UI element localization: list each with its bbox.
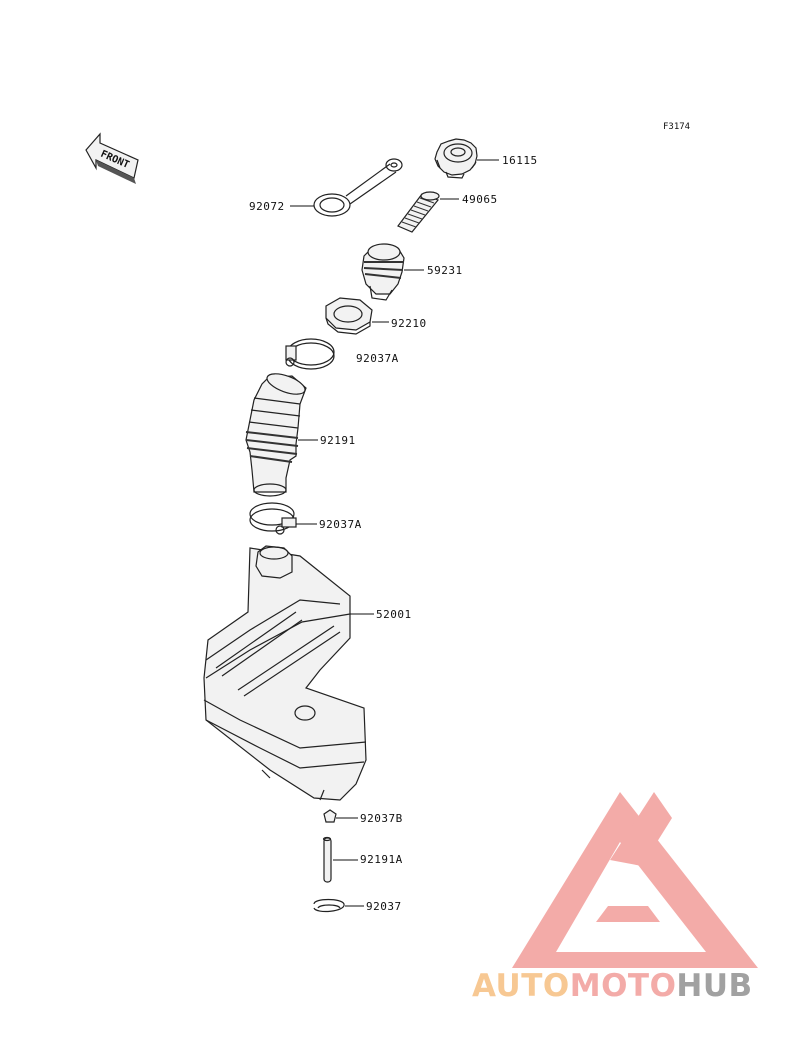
- part-label-16115: 16115: [502, 154, 538, 167]
- part-label-92210: 92210: [391, 317, 427, 330]
- tank-drawing: [203, 545, 367, 801]
- part-label-52001: 52001: [376, 608, 412, 621]
- lower-hose-clamp-drawing: [249, 502, 297, 535]
- figure-code: F3174: [663, 122, 690, 132]
- part-label-59231: 59231: [427, 264, 463, 277]
- logo-triangle-icon: [512, 792, 758, 968]
- logo-text-hub: HUB: [676, 968, 752, 1004]
- part-label-92037: 92037: [366, 900, 402, 913]
- clip-drawing: [313, 898, 345, 913]
- upper-hose-clamp-drawing: [285, 338, 335, 370]
- filler-hose-drawing: [245, 373, 307, 497]
- part-label-49065: 49065: [462, 193, 498, 206]
- automotohub-logo: AUTOMOTOHUB: [472, 792, 758, 1004]
- small-clamp-drawing: [323, 809, 337, 823]
- part-label-92191a: 92191A: [360, 853, 403, 866]
- logo-text-auto: AUTO: [472, 968, 570, 1004]
- part-label-92072: 92072: [249, 200, 285, 213]
- filler-neck-drawing: [361, 243, 405, 301]
- filler-cap-drawing: [434, 138, 478, 179]
- drain-tube-drawing: [322, 836, 332, 883]
- part-label-92037a-lower: 92037A: [319, 518, 362, 531]
- cap-strap-drawing: [313, 158, 403, 217]
- nut-drawing: [325, 297, 373, 335]
- part-label-92191: 92191: [320, 434, 356, 447]
- part-label-92037b: 92037B: [360, 812, 403, 825]
- filter-screen-drawing: [397, 191, 440, 233]
- svg-text:AUTOMOTOHUB: AUTOMOTOHUB: [472, 968, 753, 1004]
- front-arrow-icon: FRONT: [85, 132, 139, 184]
- part-label-92037a-upper: 92037A: [356, 352, 399, 365]
- logo-text-moto: MOTO: [570, 968, 677, 1004]
